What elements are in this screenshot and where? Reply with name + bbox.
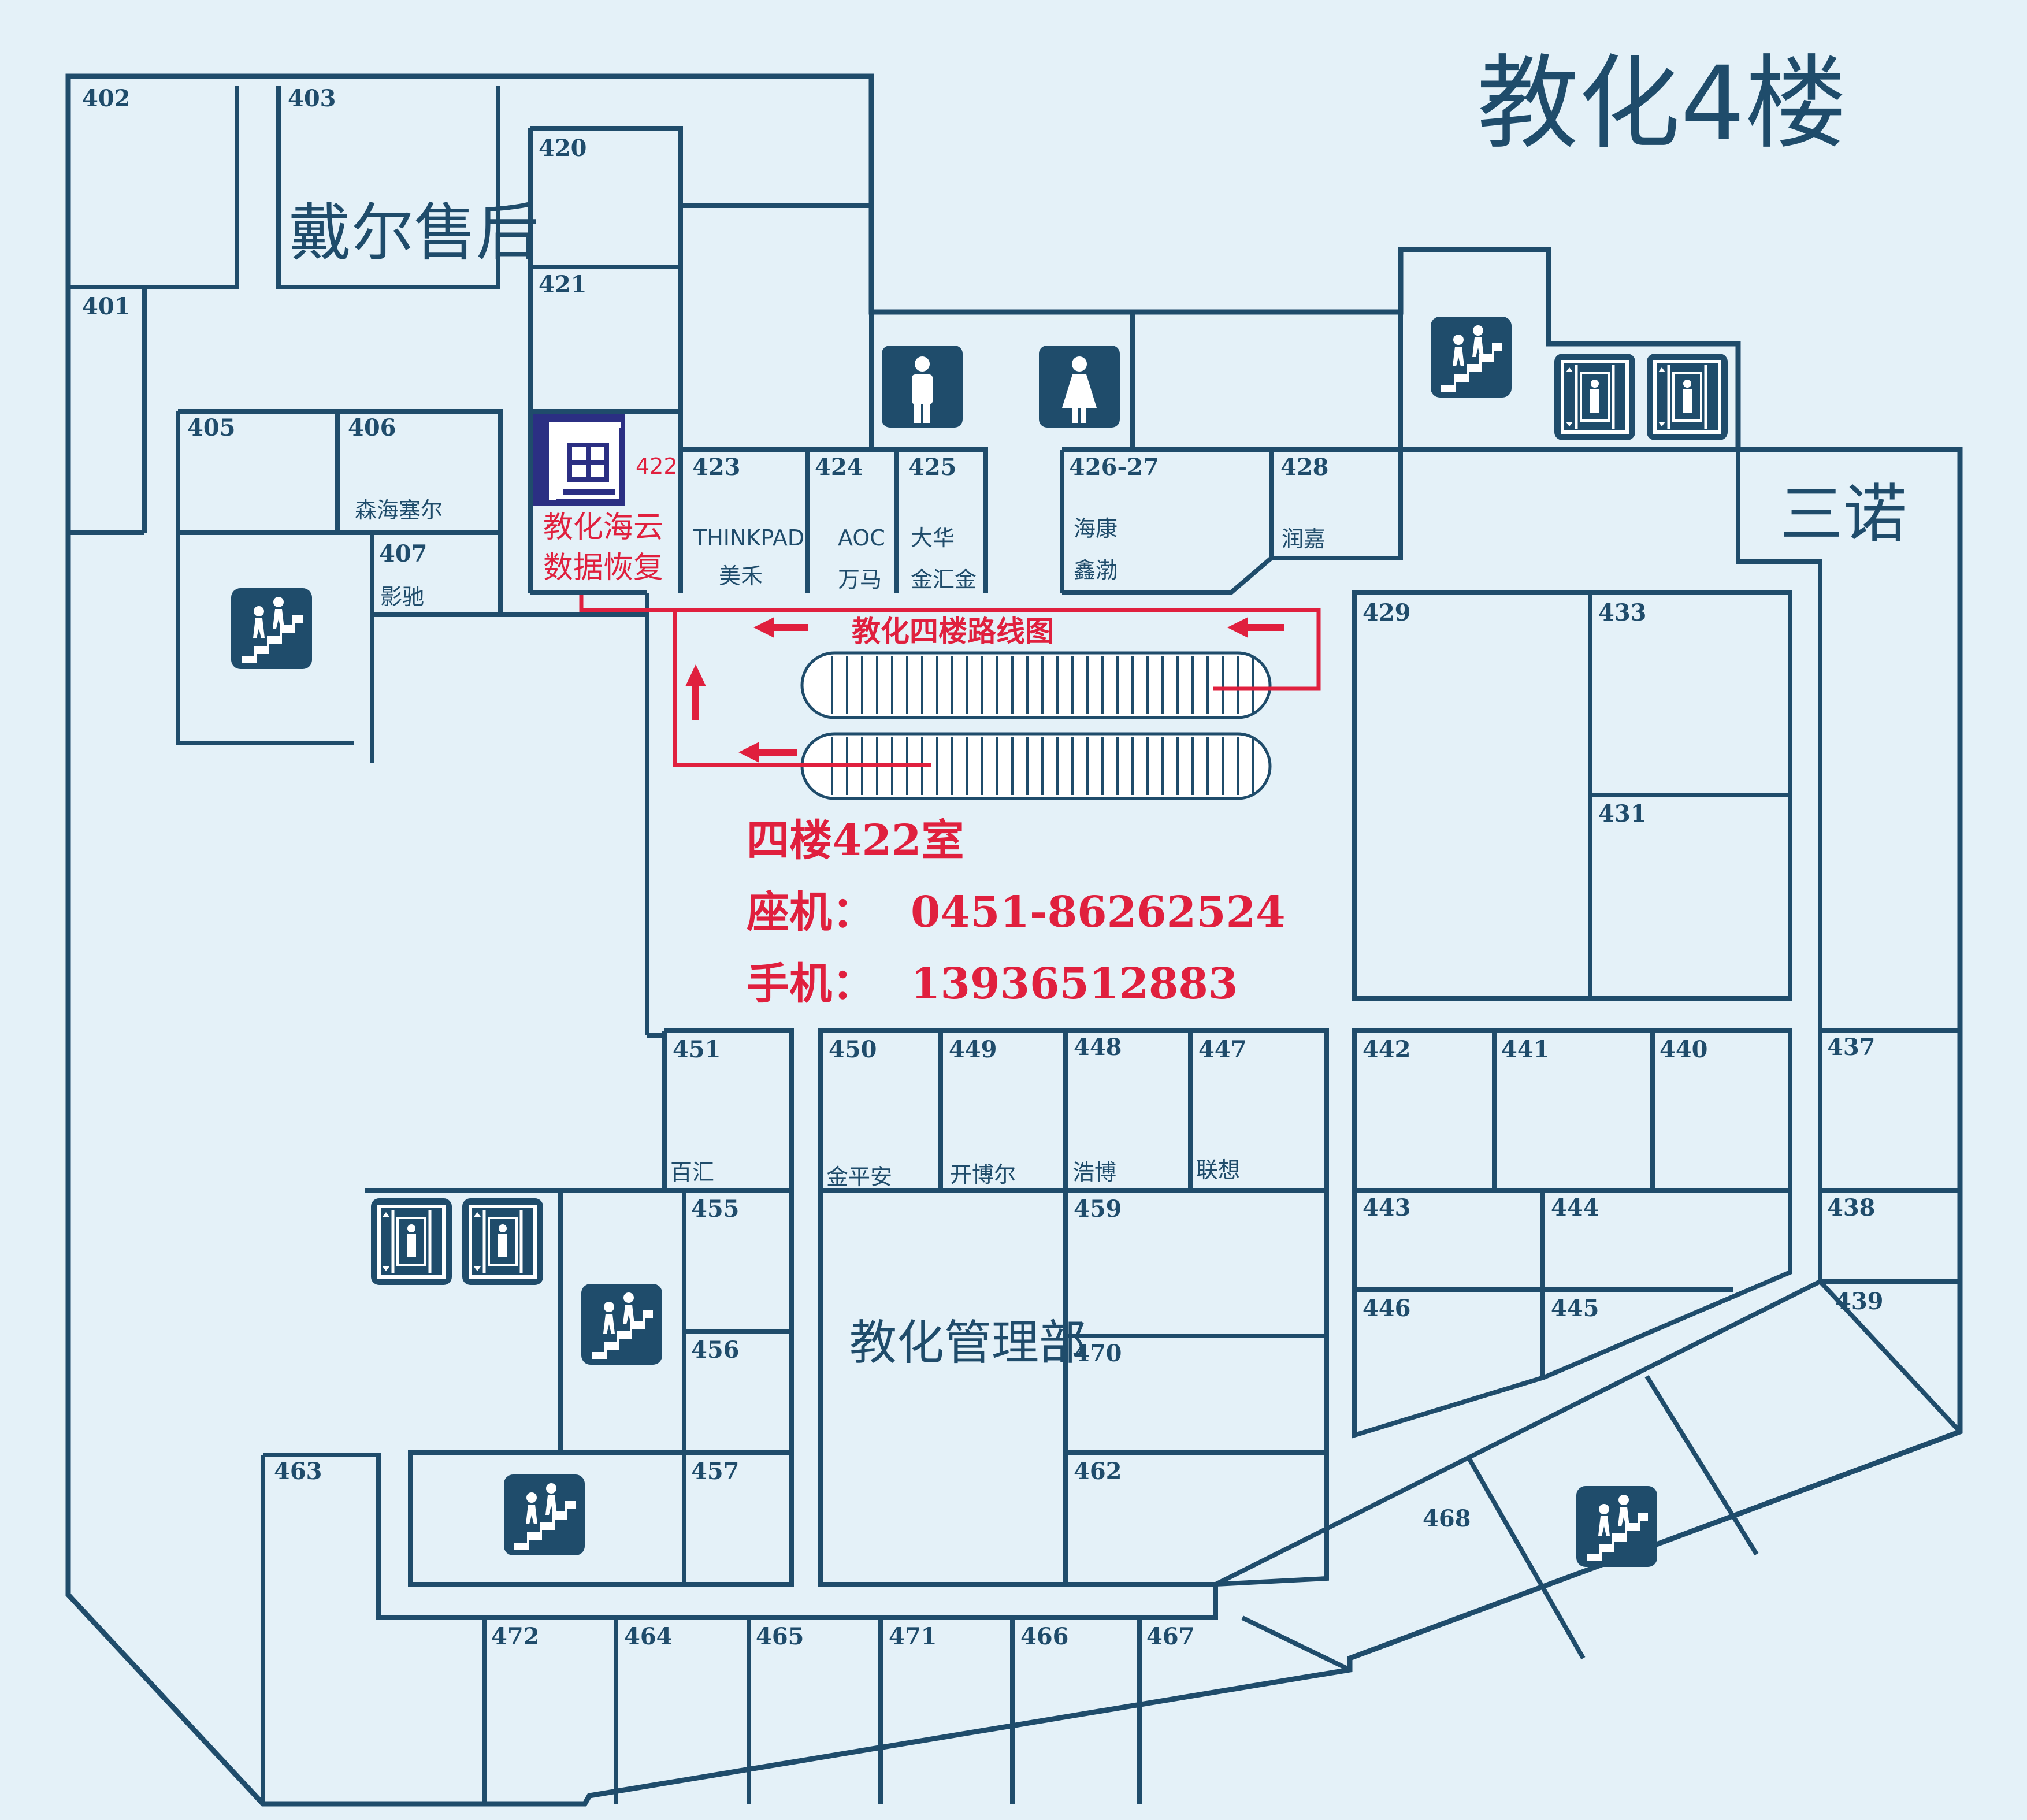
room-shop: 联想 <box>1196 1157 1240 1183</box>
room-number: 455 <box>691 1195 740 1223</box>
room-number: 407 <box>379 540 428 567</box>
room-number: 446 <box>1363 1295 1411 1322</box>
room-shop: AOC <box>838 525 885 551</box>
room-shop: 鑫渤 <box>1074 558 1118 583</box>
floor-title: 教化4楼 <box>1477 44 1847 163</box>
stairs-icon <box>581 1284 662 1365</box>
room-number: 472 <box>491 1623 540 1650</box>
stairs-icon <box>231 588 312 669</box>
room-number: 428 <box>1280 454 1329 481</box>
room-number: 403 <box>288 85 336 112</box>
room-number: 468 <box>1423 1505 1471 1532</box>
room-shop: 金平安 <box>826 1164 892 1190</box>
room-number: 402 <box>82 85 131 112</box>
room-number: 401 <box>82 293 131 320</box>
male-restroom-icon <box>912 356 933 423</box>
room-number: 421 <box>539 271 587 298</box>
room-number: 405 <box>187 414 236 441</box>
room-shop: 森海塞尔 <box>355 497 443 523</box>
anchor-name-line1: 教化海云 <box>543 510 663 545</box>
room-shop: 海康 <box>1074 516 1118 541</box>
room-number: 464 <box>624 1623 673 1650</box>
room-number: 447 <box>1198 1036 1247 1063</box>
room-number: 439 <box>1835 1288 1884 1315</box>
room-number: 441 <box>1501 1036 1550 1063</box>
room-number: 462 <box>1074 1458 1122 1485</box>
contact-mobile-label: 手机： <box>747 959 875 1009</box>
elevator-icon <box>462 1198 543 1285</box>
room-number: 459 <box>1074 1195 1122 1223</box>
route-title: 教化四楼路线图 <box>852 615 1054 648</box>
room-shop: THINKPAD <box>693 525 804 551</box>
room-shop: 金汇金 <box>911 567 977 592</box>
interior-walls <box>68 86 1962 1804</box>
room-number: 470 <box>1074 1340 1122 1367</box>
logo-icon <box>533 414 625 506</box>
room-number: 449 <box>949 1036 997 1063</box>
room-shop: 百汇 <box>670 1160 714 1185</box>
elevator-icon <box>1647 354 1728 440</box>
anchor-name-line2: 数据恢复 <box>543 551 663 585</box>
stairs-icon <box>504 1474 585 1555</box>
room-number: 433 <box>1598 599 1647 626</box>
route-path <box>579 595 1321 767</box>
room-number: 431 <box>1598 800 1647 827</box>
dell-label: 戴尔售后 <box>289 197 539 269</box>
management-label: 教化管理部 <box>849 1316 1086 1370</box>
room-number: 445 <box>1551 1295 1599 1322</box>
contact-mobile: 13936512883 <box>911 959 1238 1009</box>
contact-phone: 0451-86262524 <box>911 887 1286 937</box>
room-number: 467 <box>1146 1623 1195 1650</box>
room-number: 425 <box>908 454 957 481</box>
restroom-male <box>882 346 963 428</box>
room-numbers: 402 403 401 420 421 405 406 森海塞尔 407 影驰 … <box>82 85 1884 1650</box>
escalator-upper <box>802 653 1270 718</box>
room-shop: 万马 <box>838 567 882 592</box>
room-number: 448 <box>1074 1034 1122 1061</box>
room-shop: 浩博 <box>1072 1160 1116 1185</box>
room-number: 466 <box>1020 1623 1069 1650</box>
room-shop: 美禾 <box>719 563 763 589</box>
room-number: 420 <box>539 135 587 162</box>
room-number: 443 <box>1363 1194 1411 1221</box>
room-number: 451 <box>673 1036 721 1063</box>
sannuo-label: 三诺 <box>1780 477 1907 551</box>
female-restroom-icon <box>1062 356 1097 423</box>
room-number: 426-27 <box>1069 454 1159 481</box>
room-number: 450 <box>829 1036 877 1063</box>
room-number: 437 <box>1827 1034 1876 1061</box>
room-number: 463 <box>274 1458 322 1485</box>
stairs-icon <box>1576 1486 1657 1567</box>
room-number: 465 <box>756 1623 804 1650</box>
restroom-female <box>1039 346 1120 428</box>
room-number: 424 <box>815 454 863 481</box>
room-number: 423 <box>692 454 741 481</box>
room-shop: 影驰 <box>380 584 424 610</box>
room-number: 406 <box>348 414 396 441</box>
contact-phone-label: 座机： <box>747 887 875 937</box>
stairs-icon <box>1431 317 1512 398</box>
room-number: 444 <box>1551 1194 1599 1221</box>
room-number: 442 <box>1363 1036 1411 1063</box>
elevator-icon <box>1554 354 1635 440</box>
room-shop: 润嘉 <box>1282 526 1326 552</box>
room-shop: 开博尔 <box>950 1162 1016 1187</box>
room-number: 456 <box>691 1336 740 1364</box>
room-number: 457 <box>691 1458 740 1485</box>
room-number: 438 <box>1827 1194 1876 1221</box>
room-shop: 大华 <box>911 525 955 551</box>
room-number: 440 <box>1660 1036 1708 1063</box>
anchor-room-number: 422 <box>636 454 678 479</box>
room-number: 471 <box>889 1623 937 1650</box>
route-arrow-icon <box>685 617 1284 763</box>
elevator-icon <box>371 1198 452 1285</box>
room-number: 429 <box>1363 599 1411 626</box>
contact-location: 四楼422室 <box>747 816 964 866</box>
outer-walls <box>65 73 1963 1807</box>
